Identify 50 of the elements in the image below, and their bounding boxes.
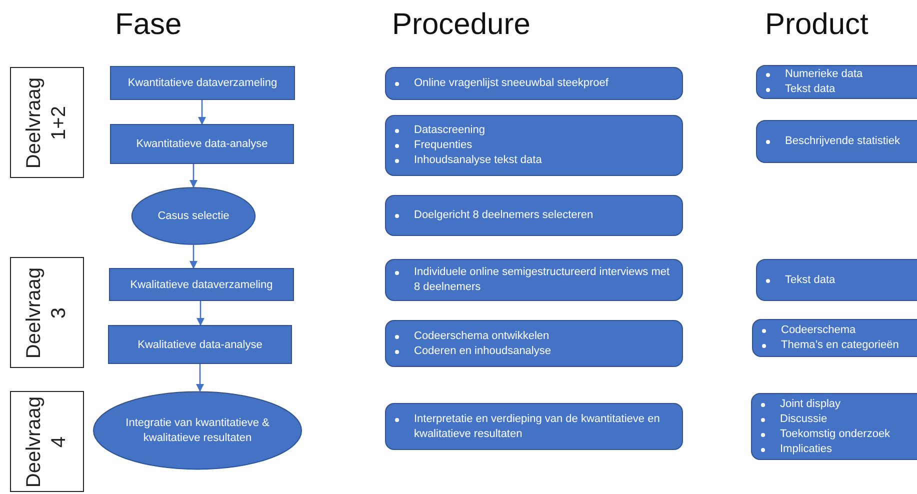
column-heading: Product <box>765 8 868 42</box>
bullet-list-box <box>385 320 683 367</box>
node-label: Deelvraag 1+2 <box>22 76 71 170</box>
list-item: Beschrijvende statistiek <box>785 134 901 149</box>
node-label: Casus selectie <box>156 208 230 224</box>
arrow <box>196 364 204 392</box>
list-item: Frequenties <box>414 138 474 153</box>
list-item: Numerieke data <box>785 67 864 82</box>
list-item: Joint display <box>780 396 842 412</box>
process-box: Kwantitatieve dataverzameling <box>110 66 295 100</box>
bullet-list-box <box>385 403 683 450</box>
list-item: Inhoudsanalyse tekst data <box>414 153 543 168</box>
process-box: Kwalitatieve data-analyse <box>108 325 292 364</box>
column-heading: Fase <box>115 8 182 42</box>
node-label: Deelvraag 4 <box>22 394 71 490</box>
list-item: Implicaties <box>780 442 833 456</box>
research-question-box <box>10 67 84 178</box>
list-item: Doelgericht 8 deelnemers selecteren <box>414 208 594 223</box>
node-label: Deelvraag 3 <box>22 266 71 360</box>
list-item: Individuele online semigestructureerd interviews met 8 deelnemers <box>414 265 671 295</box>
list-item: Tekst data <box>785 82 836 97</box>
column-heading: Procedure <box>392 8 530 42</box>
bullet-list-box <box>385 195 683 236</box>
bullet-list-box <box>385 67 683 100</box>
research-question-box <box>10 257 84 368</box>
research-question-box <box>10 391 84 492</box>
list-item: Codeerschema <box>781 323 857 338</box>
arrow <box>190 245 198 269</box>
list-item: Interpretatie en verdieping van de kwantitatieve en kwalitatieve resultaten <box>414 412 661 442</box>
node-label: Integratie van kwantitatieve & kwalitatieve resultaten <box>124 416 270 446</box>
bullet-list-box <box>752 319 917 357</box>
list-item: Online vragenlijst sneeuwbal steekproef <box>414 76 610 91</box>
bullet-list-box <box>385 115 683 176</box>
bullet-list-box <box>756 65 917 99</box>
list-item: Tekst data <box>785 272 836 288</box>
bullet-list-box <box>756 120 917 163</box>
list-item: Thema’s en categorieën <box>781 338 900 353</box>
list-item: Datascreening <box>414 123 486 138</box>
list-item: Coderen en inhoudsanalyse <box>414 344 552 358</box>
arrow <box>196 301 204 326</box>
arrow <box>198 100 206 125</box>
list-item: Codeerschema ontwikkelen <box>414 328 550 344</box>
bullet-list-box <box>756 259 917 301</box>
process-box: Kwantitatieve data-analyse <box>110 124 294 164</box>
bullet-list-box <box>751 393 917 460</box>
process-box: Kwalitatieve dataverzameling <box>109 268 294 301</box>
list-item: Discussie <box>780 412 828 426</box>
list-item: Toekomstig onderzoek <box>780 426 892 442</box>
arrow <box>190 164 198 188</box>
bullet-list-box <box>385 259 683 301</box>
